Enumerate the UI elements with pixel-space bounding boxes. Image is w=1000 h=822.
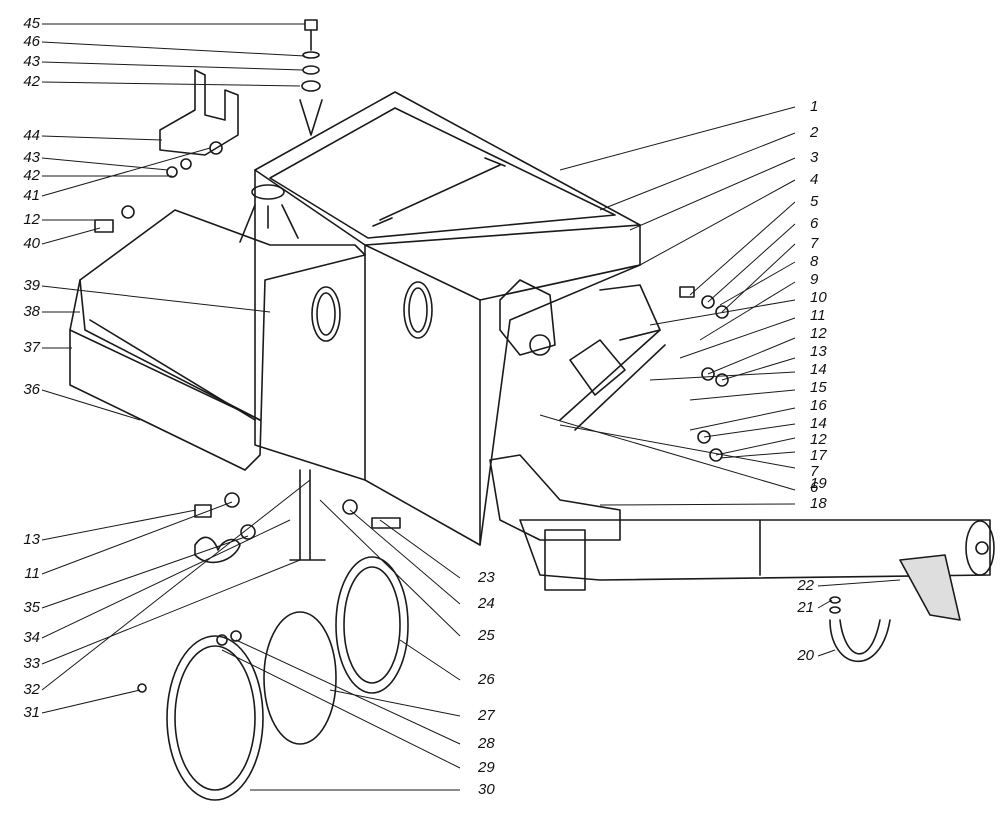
wing-nut xyxy=(194,536,241,564)
label-27: 27 xyxy=(478,707,495,724)
label-11: 11 xyxy=(24,565,40,582)
label-37: 37 xyxy=(23,339,40,356)
label-29: 29 xyxy=(478,759,495,776)
label-42b: 42 xyxy=(23,167,40,184)
label-40: 40 xyxy=(23,235,40,252)
label-13: 13 xyxy=(23,531,40,548)
label-2: 2 xyxy=(810,124,819,141)
auger-shroud xyxy=(899,554,961,621)
label-43: 43 xyxy=(23,53,40,70)
label-17: 17 xyxy=(810,447,827,464)
label-7: 7 xyxy=(810,235,819,252)
label-20: 20 xyxy=(797,647,814,664)
label-32: 32 xyxy=(23,681,40,698)
top-bolt-stack xyxy=(299,19,323,136)
label-35: 35 xyxy=(23,599,40,616)
label-44: 44 xyxy=(23,127,40,144)
label-12r: 12 xyxy=(810,325,827,342)
label-25: 25 xyxy=(478,627,495,644)
label-9: 9 xyxy=(810,271,819,288)
label-26: 26 xyxy=(478,671,495,688)
filler-cap xyxy=(239,184,299,243)
label-19: 19 xyxy=(810,475,827,492)
label-24: 24 xyxy=(478,595,495,612)
label-13r: 13 xyxy=(810,343,827,360)
label-30: 30 xyxy=(478,781,495,798)
support-leg xyxy=(289,469,326,561)
label-4: 4 xyxy=(810,171,819,188)
label-42: 42 xyxy=(23,73,40,90)
label-45: 45 xyxy=(23,15,40,32)
label-7b: 7 xyxy=(810,463,819,480)
mounting-bracket xyxy=(159,69,239,156)
label-3: 3 xyxy=(810,149,819,166)
label-23: 23 xyxy=(478,569,495,586)
window-seals xyxy=(166,556,409,801)
label-11r: 11 xyxy=(810,307,826,324)
label-8: 8 xyxy=(810,253,819,270)
label-18: 18 xyxy=(810,495,827,512)
unloading-auger xyxy=(489,454,995,591)
inspection-windows xyxy=(311,281,433,342)
label-12: 12 xyxy=(23,211,40,228)
label-21: 21 xyxy=(797,599,814,616)
label-28: 28 xyxy=(478,735,495,752)
label-16: 16 xyxy=(810,397,827,414)
hose-assembly xyxy=(829,596,891,663)
label-6b: 6 xyxy=(810,479,819,496)
fasteners xyxy=(94,141,729,693)
side-panel xyxy=(69,209,366,471)
label-46: 46 xyxy=(23,33,40,50)
label-10: 10 xyxy=(810,289,827,306)
label-15: 15 xyxy=(810,379,827,396)
label-38: 38 xyxy=(23,303,40,320)
label-14b: 14 xyxy=(810,415,827,432)
label-14: 14 xyxy=(810,361,827,378)
label-41: 41 xyxy=(23,187,40,204)
label-12b: 12 xyxy=(810,431,827,448)
label-22: 22 xyxy=(797,577,814,594)
label-1: 1 xyxy=(810,98,819,115)
label-31: 31 xyxy=(23,704,40,721)
label-36: 36 xyxy=(23,381,40,398)
label-5: 5 xyxy=(810,193,819,210)
label-33: 33 xyxy=(23,655,40,672)
label-34: 34 xyxy=(23,629,40,646)
drive-mechanism xyxy=(499,279,666,431)
label-6: 6 xyxy=(810,215,819,232)
label-43b: 43 xyxy=(23,149,40,166)
label-39: 39 xyxy=(23,277,40,294)
